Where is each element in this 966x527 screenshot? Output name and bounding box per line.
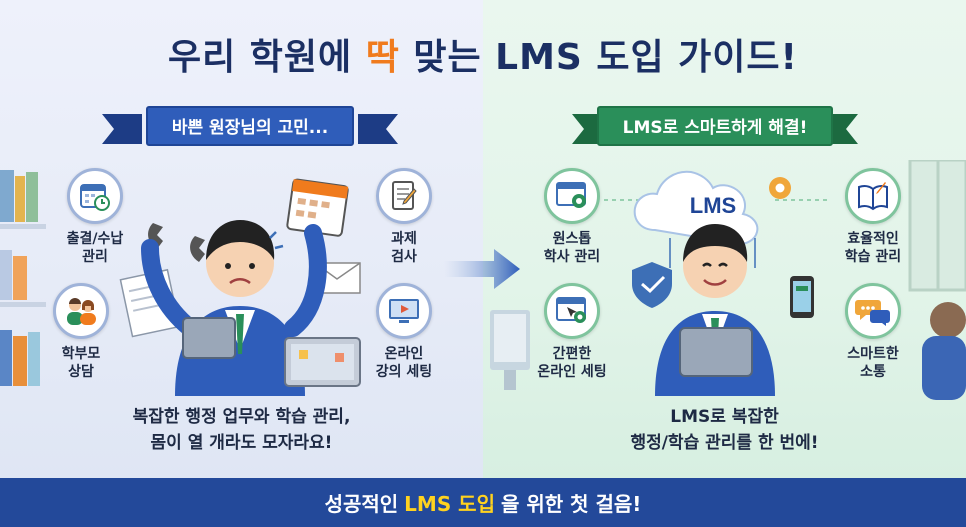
title-part1: 우리 학원에: [168, 37, 353, 78]
left-ribbon-label: 바쁜 원장님의 고민...: [145, 106, 355, 146]
feature-label: 관리: [82, 249, 108, 265]
feature-label: 온라인 세팅: [537, 364, 607, 380]
feature-label: 상담: [68, 364, 94, 380]
feature-label: 검사: [391, 249, 417, 265]
feature-label: 학습 관리: [844, 249, 902, 265]
right-caption: LMS로 복잡한 행정/학습 관리를 한 번에!: [483, 404, 966, 456]
lms-cloud-label: LMS: [690, 193, 736, 218]
feature-label: 온라인: [384, 346, 424, 362]
left-caption-line2: 몸이 열 개라도 모자라요!: [150, 433, 333, 453]
feature-label: 강의 세팅: [375, 364, 433, 380]
left-ribbon: 바쁜 원장님의 고민...: [102, 104, 398, 148]
right-ribbon: LMS로 스마트하게 해결!: [572, 104, 858, 148]
feature-label: 학사 관리: [543, 249, 601, 265]
feature-label: 스마트한: [847, 346, 899, 362]
title-part2: 맞는 LMS 도입 가이드!: [413, 37, 798, 78]
browser-cursor-icon: [544, 283, 600, 339]
title-highlight: 딱: [365, 37, 400, 78]
feature-label: 학부모: [61, 346, 101, 362]
book-pen-icon: [845, 168, 901, 224]
feature-label: 소통: [860, 364, 886, 380]
bottom-part2: 을 위한 첫 걸음!: [501, 492, 642, 516]
feature-label: 출결/수납: [66, 231, 124, 247]
left-caption: 복잡한 행정 업무와 학습 관리, 몸이 열 개라도 모자라요!: [0, 404, 483, 456]
homework-icon: [376, 168, 432, 224]
right-caption-line2: 행정/학습 관리를 한 번에!: [630, 433, 819, 453]
monitor-illustration: [490, 310, 530, 390]
bookshelf-illustration: [0, 170, 46, 386]
window-and-student-illustration: [908, 160, 966, 400]
browser-gear-icon: [544, 168, 600, 224]
page-title: 우리 학원에 딱 맞는 LMS 도입 가이드!: [0, 28, 966, 80]
bottom-part1: 성공적인: [324, 492, 399, 516]
video-lecture-icon: [376, 283, 432, 339]
transition-arrow-icon: [444, 249, 520, 289]
chat-bubbles-icon: [845, 283, 901, 339]
feature-label: 효율적인: [847, 231, 899, 247]
left-caption-line1: 복잡한 행정 업무와 학습 관리,: [132, 407, 351, 427]
feature-label: 원스톱: [552, 231, 592, 247]
feature-label: 과제: [391, 231, 417, 247]
busy-director-illustration: [119, 178, 361, 396]
feature-label: 간편한: [552, 346, 592, 362]
parents-icon: [53, 283, 109, 339]
right-caption-line1: LMS로 복잡한: [670, 407, 779, 427]
right-ribbon-label: LMS로 스마트하게 해결!: [596, 106, 834, 146]
bottom-banner: 성공적인 LMS 도입 을 위한 첫 걸음!: [0, 478, 966, 527]
calendar-clock-icon: [67, 168, 123, 224]
lms-director-illustration: LMS: [600, 170, 830, 396]
bottom-highlight: LMS 도입: [404, 492, 495, 516]
